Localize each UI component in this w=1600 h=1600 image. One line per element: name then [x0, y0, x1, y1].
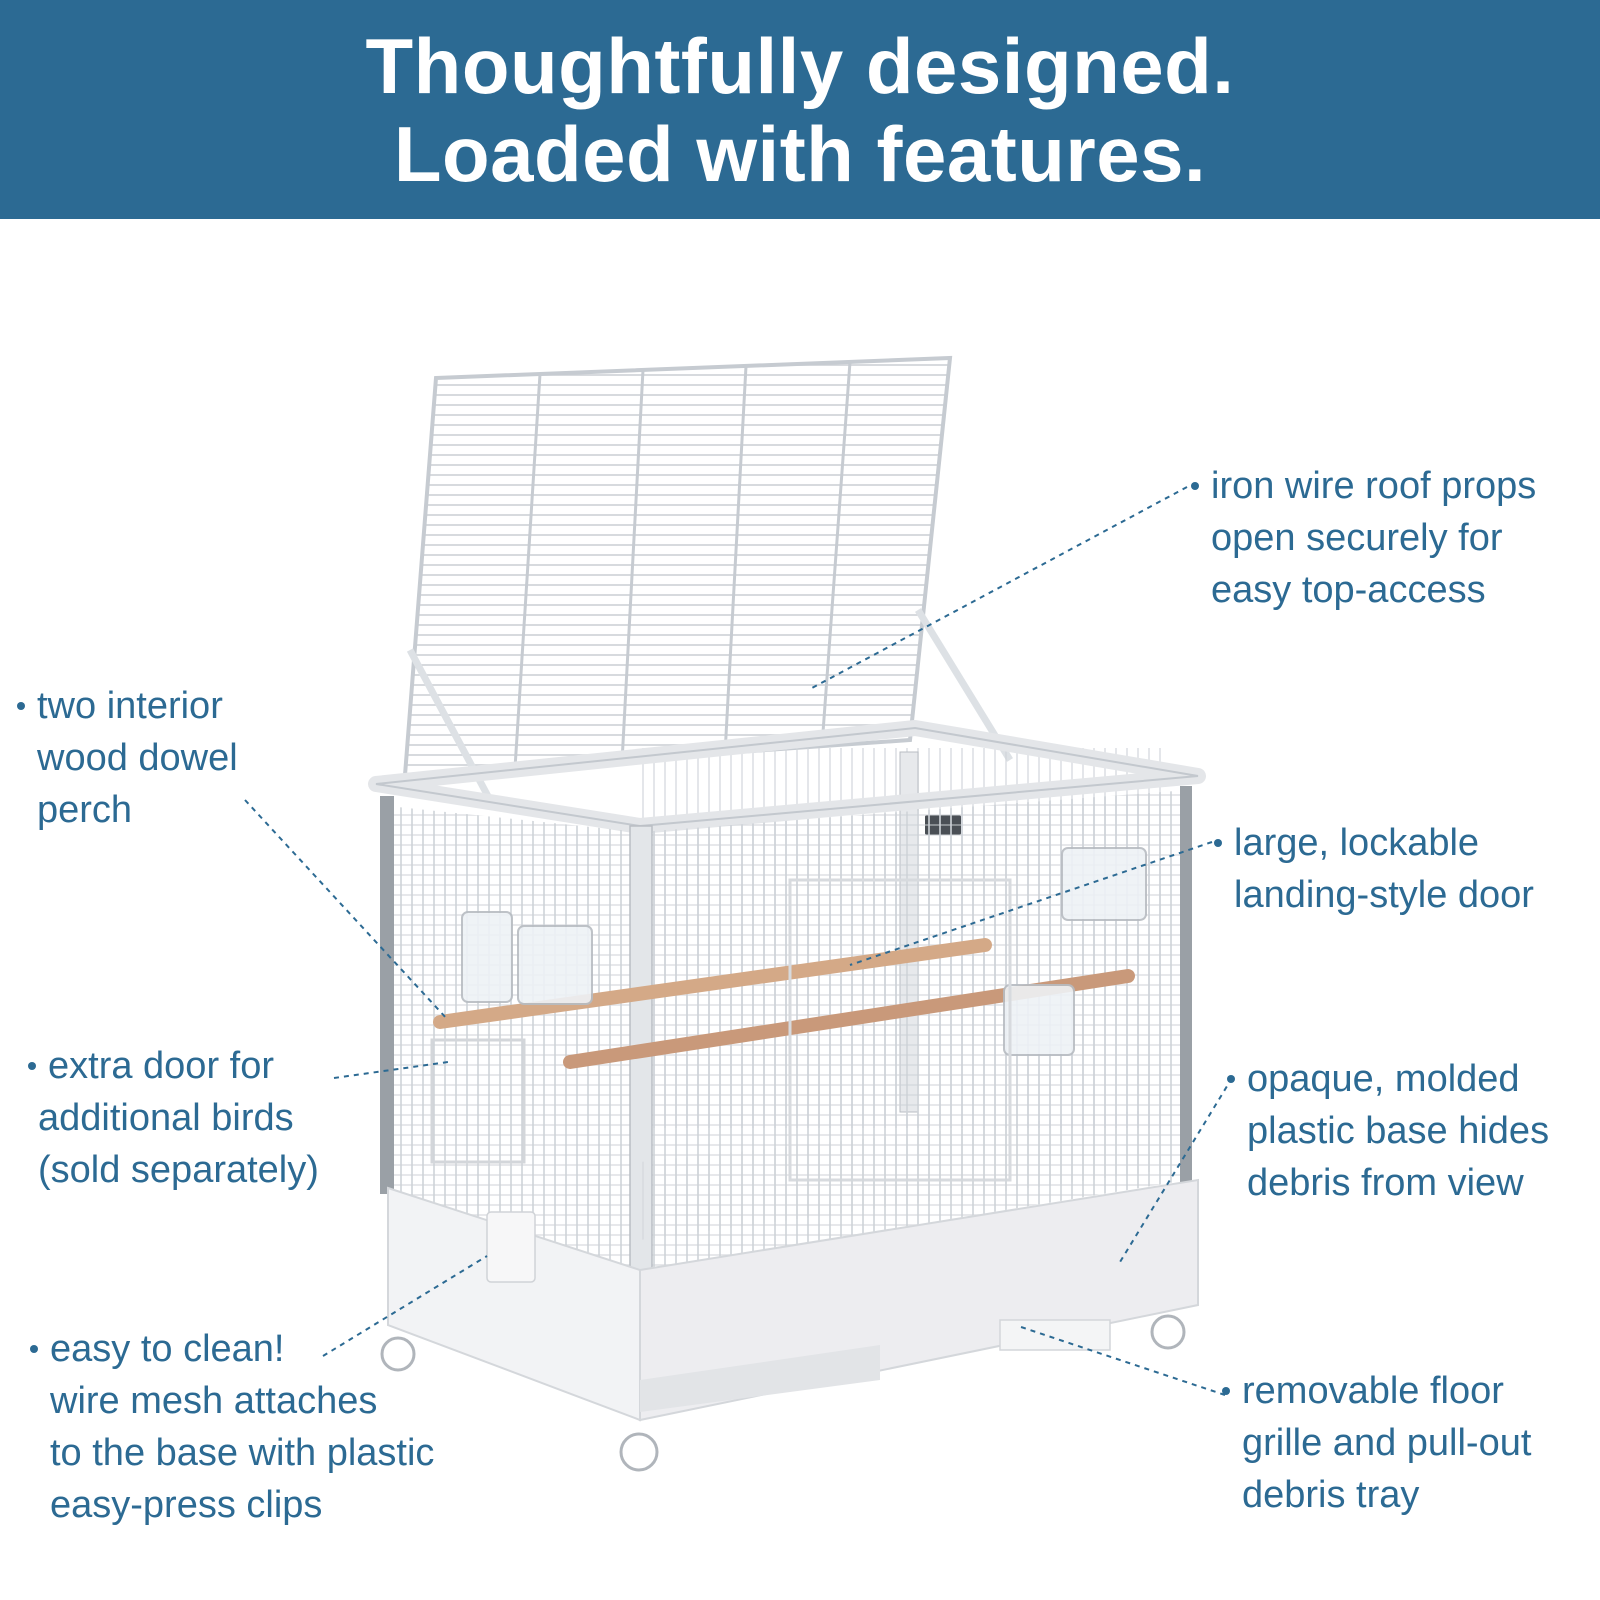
callout-clean-line-4: easy-press clips: [50, 1484, 323, 1526]
extra-door: [430, 1038, 526, 1164]
callout-perch-line-1: two interior: [37, 685, 223, 727]
bullet-dot: [1214, 839, 1222, 847]
callout-base: opaque, molded plastic base hides debris…: [1227, 1053, 1550, 1209]
callout-door-line-1: large, lockable: [1234, 822, 1480, 864]
perch-upper: [433, 938, 992, 1029]
bullet-dot: [1191, 482, 1199, 490]
callout-roof-line-1: iron wire roof props: [1211, 465, 1537, 507]
callout-tray-line-2: grille and pull-out: [1242, 1422, 1532, 1464]
callout-extra-door-line-1: extra door for: [48, 1045, 274, 1087]
bullet-dot: [28, 1062, 36, 1070]
callout-extra-door-line-3: (sold separately): [38, 1149, 319, 1191]
bullet-dot: [1227, 1075, 1235, 1083]
callout-clean: easy to clean! wire mesh attaches to the…: [30, 1323, 435, 1531]
cage-base: [387, 1178, 1199, 1422]
cage-roof-lid: [402, 355, 953, 778]
callout-roof-line-3: easy top-access: [1211, 569, 1486, 611]
callout-base-line-2: plastic base hides: [1247, 1110, 1550, 1152]
callout-leader-lines: [244, 486, 1233, 1396]
bullet-dot: [30, 1345, 38, 1353]
callout-base-line-1: opaque, molded: [1247, 1058, 1520, 1100]
callout-clean-line-1: easy to clean!: [50, 1328, 285, 1370]
callout-clean-line-2: wire mesh attaches: [50, 1380, 378, 1422]
callout-door-line-2: landing-style door: [1234, 874, 1534, 916]
callout-base-line-3: debris from view: [1247, 1162, 1524, 1204]
headline-line-2: Loaded with features.: [393, 109, 1207, 198]
callout-extra-door-line-2: additional birds: [38, 1097, 294, 1139]
callout-perch: two interior wood dowel perch: [17, 680, 238, 836]
callout-perch-line-3: perch: [37, 789, 133, 831]
callout-perch-line-2: wood dowel: [37, 737, 238, 779]
callout-tray: removable floor grille and pull-out debr…: [1222, 1365, 1532, 1521]
feeder-cups: [461, 847, 1147, 1056]
bullet-dot: [17, 702, 25, 710]
callout-door: large, lockable landing-style door: [1214, 817, 1534, 921]
callout-roof: iron wire roof props open securely for e…: [1191, 460, 1537, 616]
callout-clean-line-3: to the base with plastic: [50, 1432, 435, 1474]
callout-extra-door: extra door for additional birds (sold se…: [28, 1040, 319, 1196]
bullet-dot: [1222, 1387, 1230, 1395]
header-banner: Thoughtfully designed. Loaded with featu…: [0, 0, 1600, 219]
callout-roof-line-2: open securely for: [1211, 517, 1503, 559]
callout-tray-line-3: debris tray: [1242, 1474, 1420, 1516]
callout-tray-line-1: removable floor: [1242, 1370, 1504, 1412]
headline-line-1: Thoughtfully designed.: [365, 21, 1235, 110]
caster-wheels: [380, 1314, 1186, 1472]
